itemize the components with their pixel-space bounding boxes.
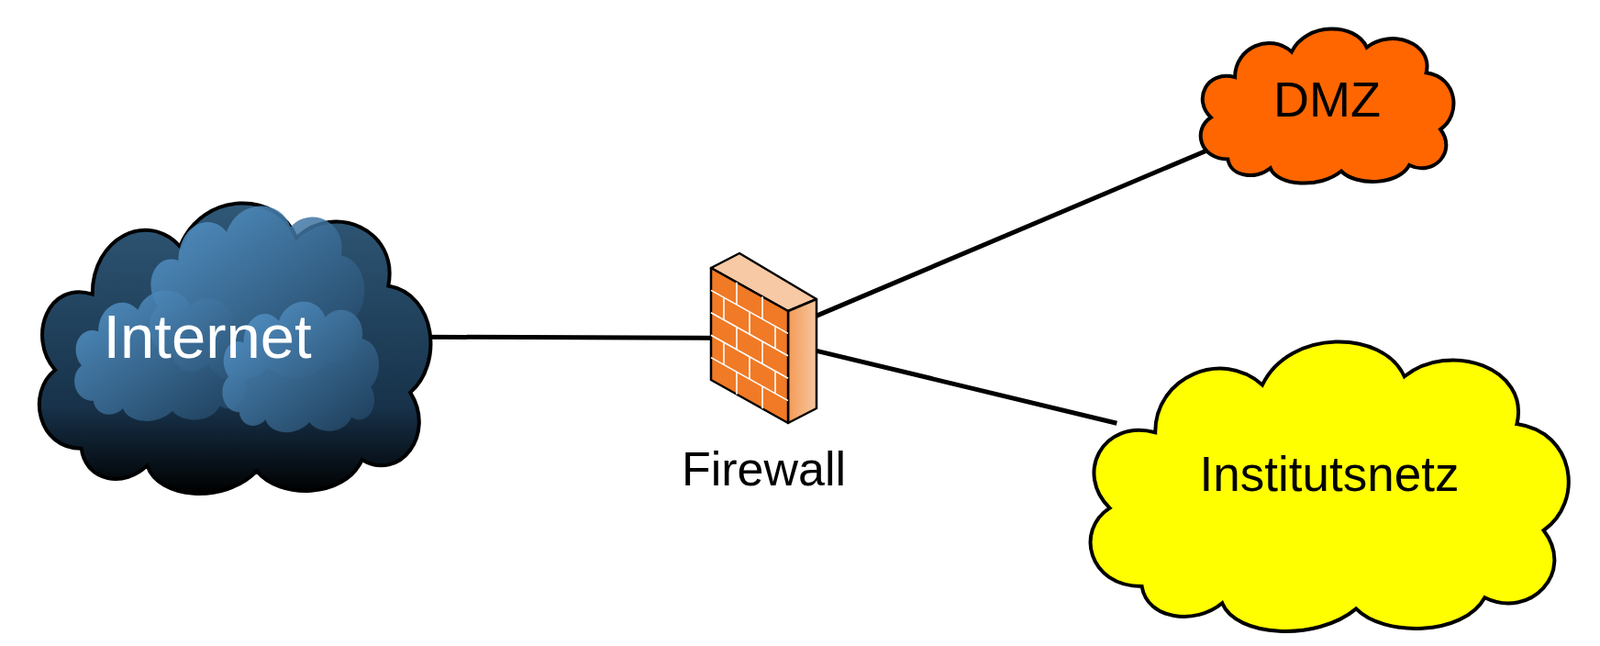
network-link <box>421 336 735 338</box>
network-link <box>792 142 1227 326</box>
network-cloud: Institutsnetz <box>1061 306 1598 643</box>
node-label: DMZ <box>1273 72 1381 127</box>
firewall-icon-shape <box>711 253 817 423</box>
node-label: Institutsnetz <box>1200 447 1460 501</box>
node-label: Internet <box>102 302 312 371</box>
dmz-cloud: DMZ <box>1185 10 1469 189</box>
node-label: Firewall <box>681 443 846 496</box>
internet-cloud: Internet <box>15 167 455 505</box>
network-link <box>792 344 1117 423</box>
firewall-icon: Firewall <box>711 253 817 423</box>
